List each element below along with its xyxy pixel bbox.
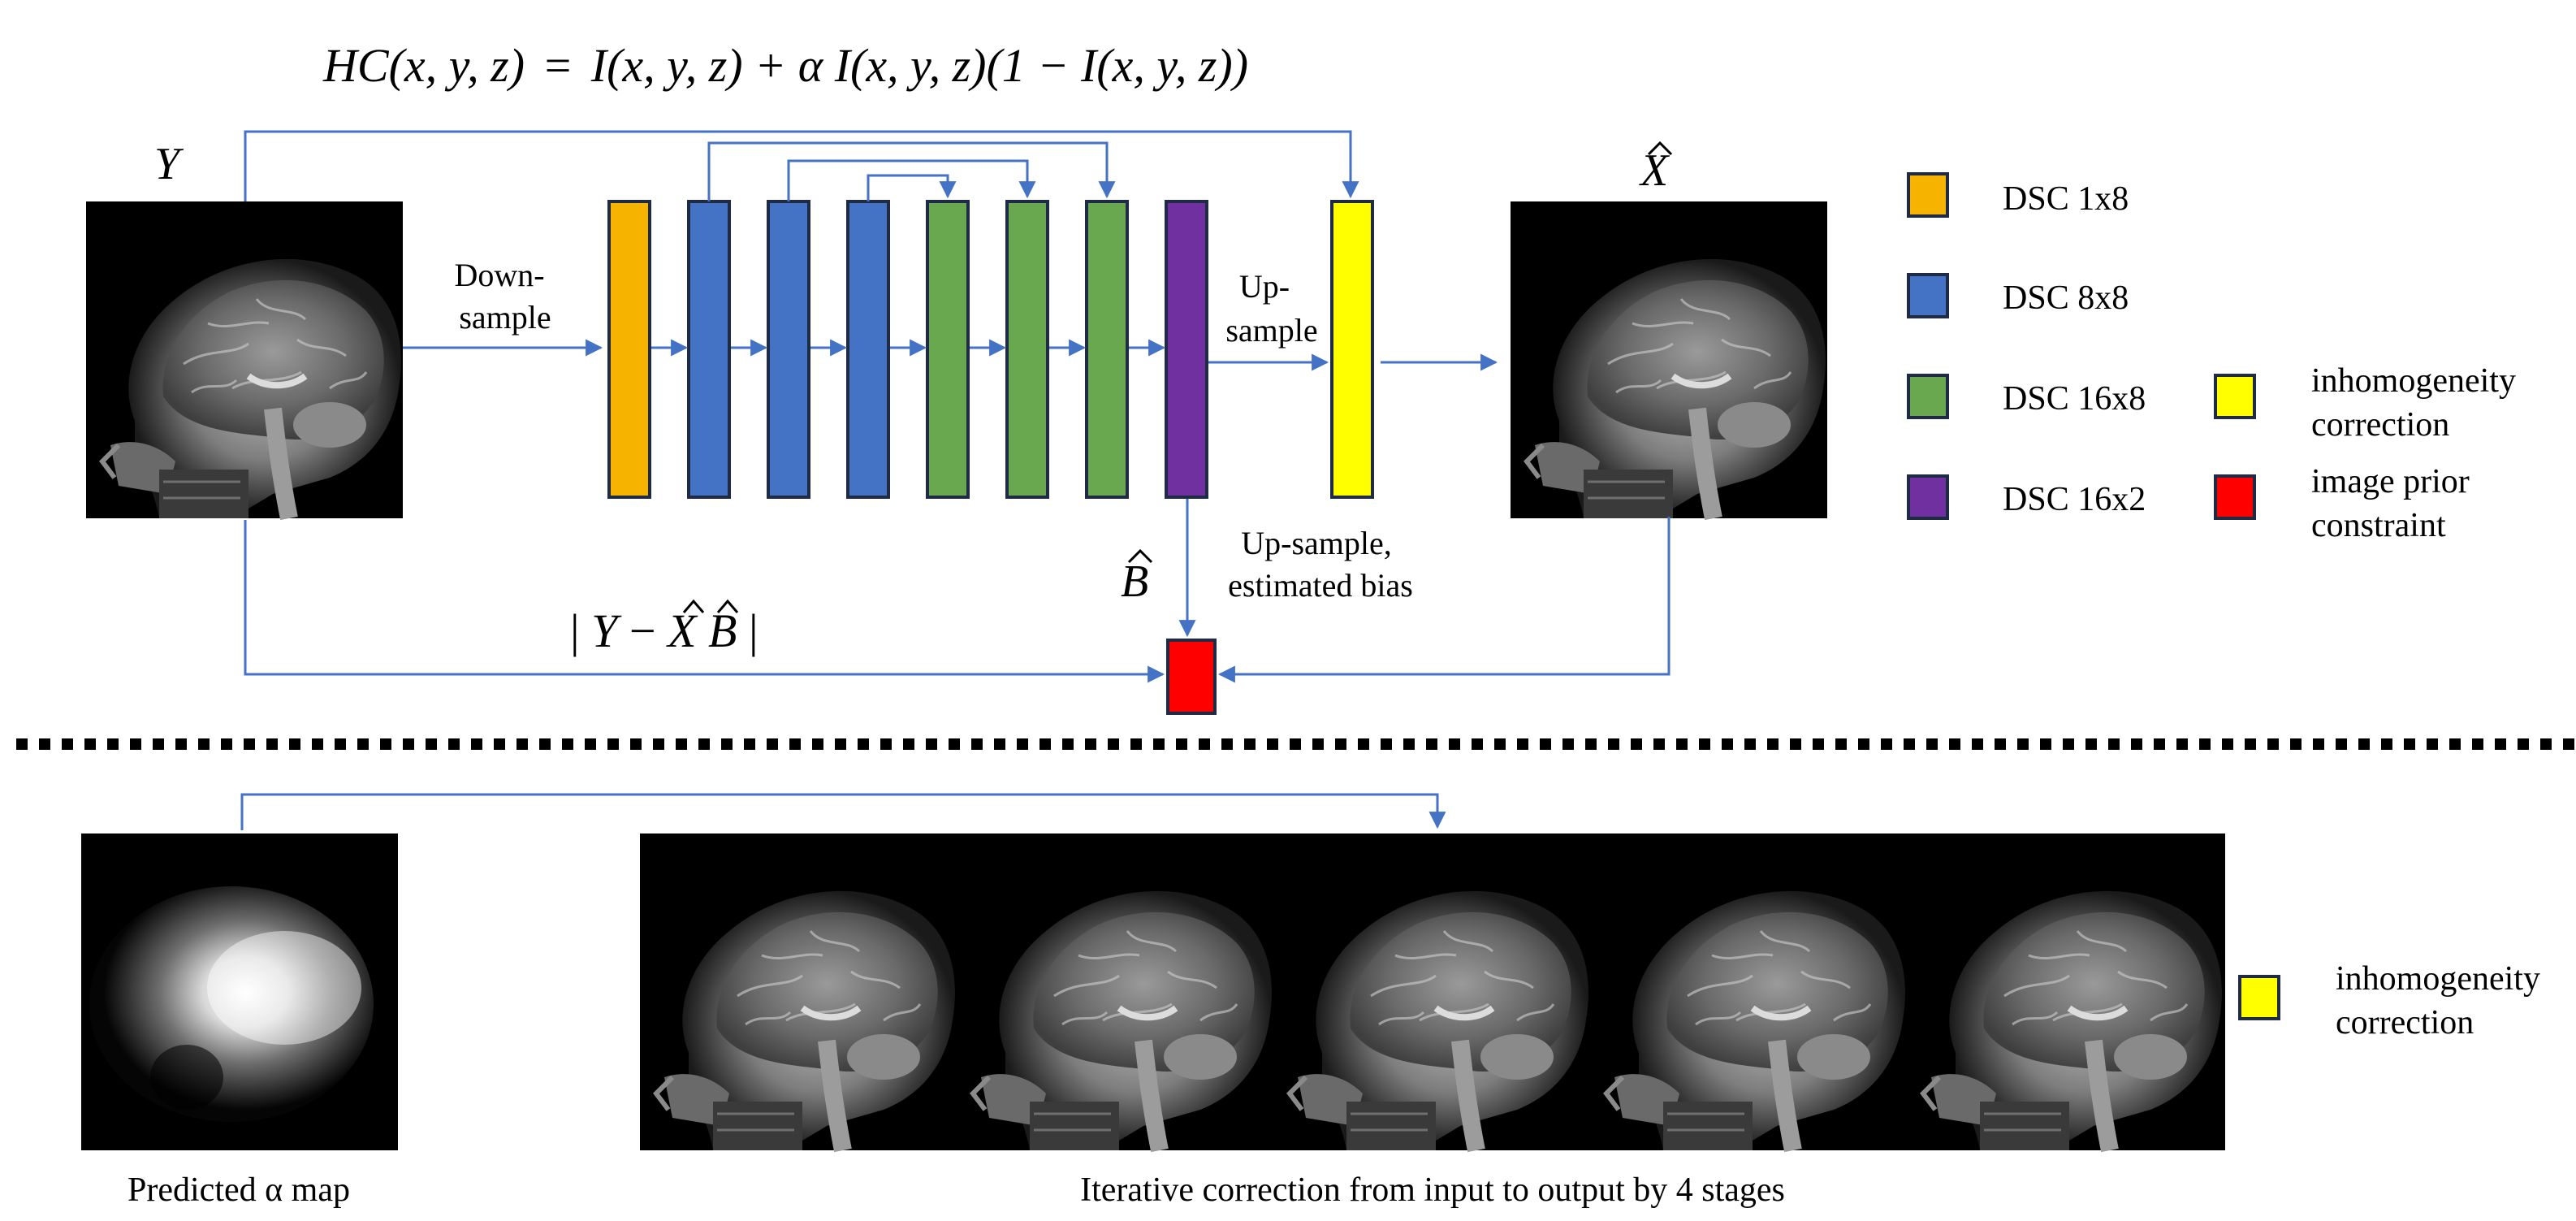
- downsample-line-2: sample: [459, 299, 551, 336]
- block-dsc-8x8-1: [687, 200, 731, 499]
- network-blocks: [607, 200, 1374, 715]
- input-symbol: Y: [154, 139, 184, 189]
- loss-x: X: [666, 604, 698, 657]
- block-dsc-16x8-3: [1085, 200, 1129, 499]
- loss-y: Y: [591, 604, 622, 657]
- legend-swatch-dsc-16x2: [1907, 474, 1949, 520]
- loss-bar-left: |: [570, 604, 580, 657]
- formula-rhs-1: I(x, y, z) +: [590, 39, 798, 92]
- upsample-label: Up- sample: [1225, 268, 1317, 349]
- unet-skip-connections: [707, 141, 1116, 201]
- legend-label-dsc-1x8: DSC 1x8: [2003, 180, 2129, 218]
- block-dsc-8x8-3: [846, 200, 890, 499]
- loss-minus: −: [629, 604, 668, 657]
- iterative-caption: Iterative correction from input to outpu…: [1080, 1171, 1785, 1209]
- legend-label-dsc-16x8: DSC 16x8: [2003, 380, 2146, 418]
- legend-swatch-prior: [2214, 474, 2256, 520]
- loss-arrow-from-output: [1217, 517, 1671, 683]
- alpha-map-image: [81, 833, 398, 1150]
- output-symbol-hat: [1647, 141, 1673, 156]
- upsample-bias-line-2: estimated bias: [1228, 567, 1413, 604]
- alpha-map-caption: Predicted α map: [128, 1171, 350, 1209]
- block-image-prior-constraint: [1166, 639, 1217, 715]
- iterative-stage-4: [1907, 833, 2224, 1150]
- legend-swatch-inhomogeneity: [2214, 374, 2256, 419]
- output-symbol: X: [1639, 141, 1673, 196]
- legend-label-inhomogeneity: inhomogeneity correction: [2311, 362, 2524, 444]
- formula-rhs-2: I(x, y, z)(1 − I(x, y, z)): [834, 39, 1248, 92]
- skip-arrow-input-to-correction: [244, 130, 1359, 201]
- bias-symbol-letter: B: [1121, 556, 1148, 607]
- block-dsc-16x2: [1165, 200, 1208, 499]
- bias-symbol-hat: [1127, 548, 1153, 564]
- loss-arrow-from-input: [244, 520, 1165, 683]
- block-dsc-16x8-1: [926, 200, 970, 499]
- legend-label-dsc-16x2: DSC 16x2: [2003, 481, 2146, 518]
- input-mri-image: [86, 201, 403, 518]
- loss-b: B: [708, 604, 737, 657]
- downsample-label: Down- sample: [454, 257, 552, 336]
- loss-formula: | Y − X B |: [570, 599, 759, 657]
- output-symbol-letter: X: [1639, 145, 1671, 196]
- legend-swatch-dsc-8x8: [1907, 273, 1949, 318]
- formula-alpha: α: [798, 39, 824, 92]
- block-dsc-16x8-2: [1005, 200, 1049, 499]
- block-dsc-8x8-2: [767, 200, 810, 499]
- legend-label-dsc-8x8: DSC 8x8: [2003, 279, 2129, 317]
- iterative-stage-3: [1590, 833, 1907, 1150]
- legend-swatch-dsc-1x8: [1907, 172, 1949, 218]
- bottom-legend-label-inhomogeneity: inhomogeneity correction: [2336, 960, 2548, 1041]
- iterative-stage-0: [640, 833, 957, 1150]
- block-inhomogeneity-correction: [1330, 200, 1374, 499]
- iterative-stage-2: [1273, 833, 1590, 1150]
- iterative-stage-1: [957, 833, 1273, 1150]
- bias-symbol: B: [1121, 548, 1153, 607]
- loss-formula-text: | Y − X B |: [570, 604, 759, 657]
- output-mri-image: [1511, 201, 1827, 518]
- upsample-line-2: sample: [1225, 312, 1317, 349]
- block-dsc-1x8: [607, 200, 651, 499]
- sequential-arrows: [651, 339, 1498, 371]
- legend: DSC 1x8 DSC 8x8 DSC 16x8 DSC 16x2 inhomo…: [1907, 172, 2524, 544]
- upsample-bias-label: Up-sample, estimated bias: [1228, 525, 1413, 604]
- formula: HC(x, y, z) = I(x, y, z) + α I(x, y, z)(…: [322, 39, 1248, 92]
- loss-x-hat: [682, 599, 705, 613]
- bottom-legend-swatch-inhomogeneity: [2238, 975, 2280, 1020]
- legend-label-prior: image prior constraint: [2311, 463, 2478, 544]
- loss-b-hat: [716, 599, 739, 613]
- downsample-line-1: Down-: [454, 257, 544, 293]
- upsample-line-1: Up-: [1239, 268, 1290, 305]
- alpha-to-iterative-arrow: [240, 793, 1446, 830]
- loss-bar-right: |: [749, 604, 759, 657]
- formula-eq: =: [545, 39, 572, 92]
- legend-swatch-dsc-16x8: [1907, 374, 1949, 419]
- upsample-bias-line-1: Up-sample,: [1241, 525, 1392, 561]
- formula-lhs: HC(x, y, z): [322, 39, 525, 92]
- iterative-strip: [640, 833, 2225, 1150]
